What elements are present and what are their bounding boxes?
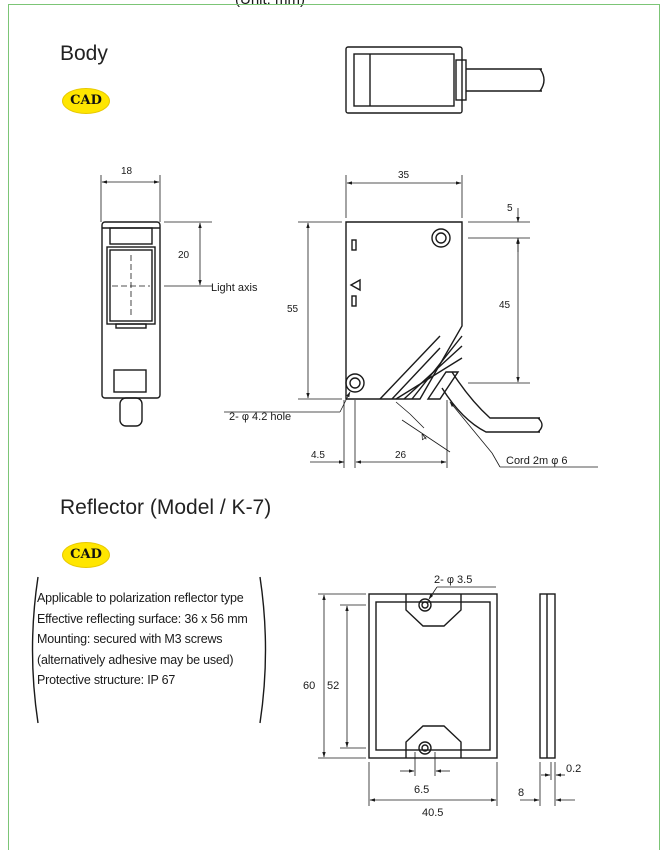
cad-download-button-body[interactable]: CAD (62, 88, 110, 114)
dim-width: 18 (121, 166, 133, 177)
dim-bottom-pitch: 26 (395, 450, 407, 461)
section-title-body: Body (60, 42, 108, 65)
dim-thickness: 8 (518, 787, 524, 799)
dim-reflector-width: 40.5 (422, 807, 443, 819)
body-side-view: 18 20 Light axis (100, 166, 258, 427)
dim-axis-offset: 20 (178, 250, 190, 261)
hole-label: 2- φ 4.2 hole (229, 411, 291, 423)
dim-edge: 0.2 (566, 763, 581, 775)
cord-label: Cord 2m φ 6 (506, 455, 568, 467)
note-line: Applicable to polarization reflector typ… (37, 591, 244, 605)
reflector-notes: Applicable to polarization reflector typ… (37, 588, 267, 691)
right-parenthesis-icon (259, 576, 267, 724)
dim-hole-pitch: 45 (499, 300, 511, 311)
note-line: Mounting: secured with M3 screws (37, 632, 223, 646)
dim-small: 4 (418, 432, 430, 444)
body-top-view (345, 46, 545, 114)
note-line: Effective reflecting surface: 36 x 56 mm (37, 611, 248, 626)
reflector-side-view: 8 0.2 (518, 593, 581, 806)
left-parenthesis-icon (31, 576, 39, 724)
dim-inner-height: 52 (327, 680, 339, 692)
note-line: (alternatively adhesive may be used) (37, 652, 234, 667)
light-axis-label: Light axis (211, 282, 258, 294)
dim-length: 35 (398, 170, 410, 181)
section-title-reflector: Reflector (Model / K-7) (60, 496, 272, 519)
body-front-view: 35 5 45 55 2- φ 4.2 hole (224, 170, 598, 468)
note-line: Protective structure: IP 67 (37, 673, 176, 687)
dim-height: 55 (287, 304, 299, 315)
dim-hole-spacing: 6.5 (414, 784, 429, 796)
dim-outer-height: 60 (303, 680, 315, 692)
dim-left-offset: 4.5 (311, 450, 325, 461)
dim-top-offset: 5 (507, 203, 513, 214)
reflector-hole-label: 2- φ 3.5 (434, 574, 472, 586)
reflector-front-view: 2- φ 3.5 60 52 6.5 40.5 (303, 574, 498, 819)
cad-download-button-reflector[interactable]: CAD (62, 542, 110, 568)
content-frame (8, 4, 660, 850)
